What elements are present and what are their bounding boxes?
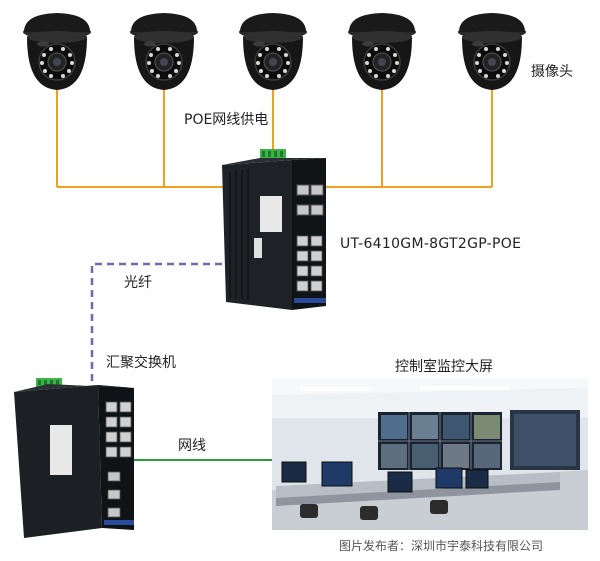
dome-camera-icon [23, 13, 91, 90]
poe-power-label: POE网线供电 [184, 112, 269, 128]
fiber-label: 光纤 [124, 275, 152, 291]
dome-camera-icon [238, 12, 308, 91]
monitor-icons [281, 461, 489, 493]
switch-model-label: UT-6410GM-8GT2GP-POE [340, 236, 522, 252]
dome-camera-icon [457, 12, 527, 91]
network-cable-label: 网线 [178, 438, 206, 454]
aggregation-switch-icon [14, 378, 134, 538]
cameras-label: 摄像头 [531, 64, 573, 80]
credit-label: 图片发布者：深圳市宇泰科技有限公司 [339, 539, 544, 553]
dome-camera-icon [129, 12, 199, 91]
cameras [23, 12, 527, 91]
poe-switch-icon [222, 149, 326, 310]
dome-camera-icon [347, 12, 417, 91]
aggregation-switch-label: 汇聚交换机 [106, 355, 176, 371]
control-room-image [272, 378, 588, 530]
control-room-label: 控制室监控大屏 [395, 359, 493, 375]
